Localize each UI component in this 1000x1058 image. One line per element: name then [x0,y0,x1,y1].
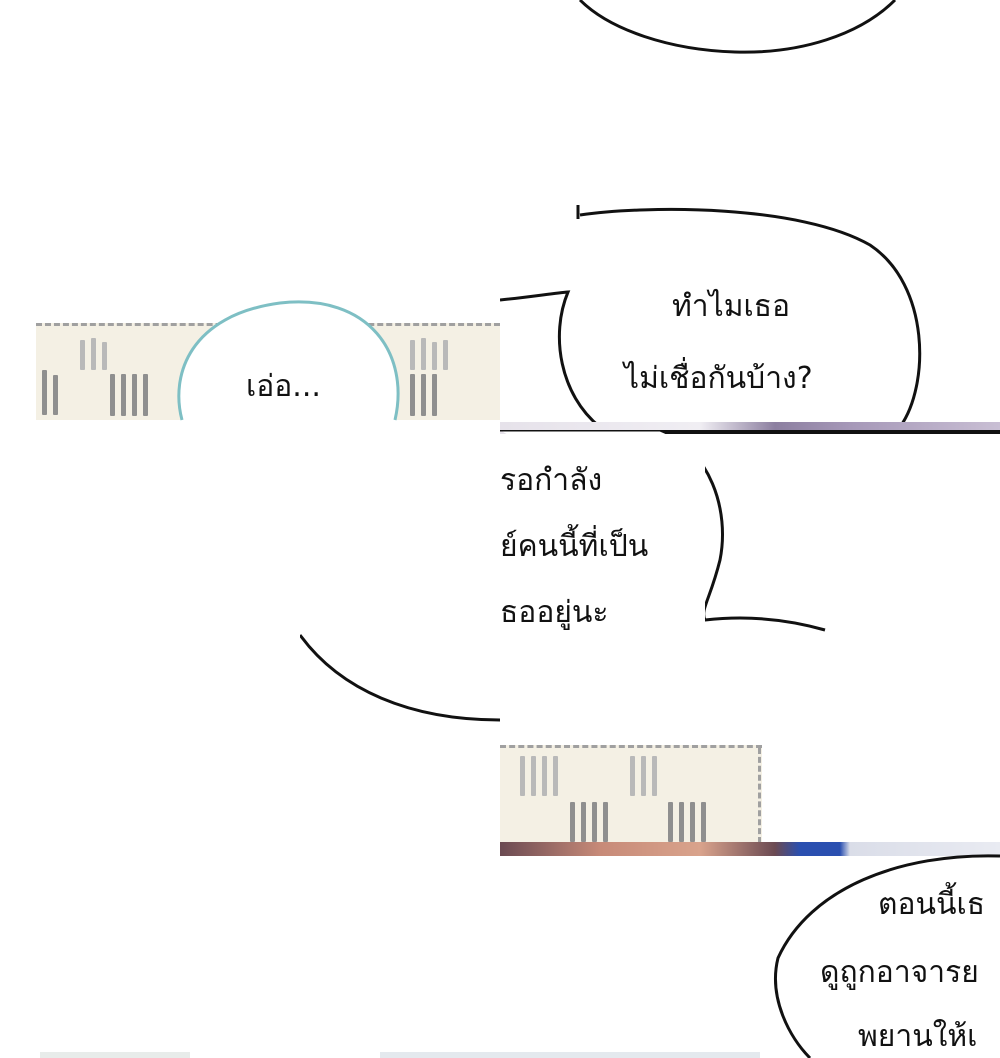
fence-bars-bottom-4 [668,800,706,842]
dark-line [660,430,1000,434]
fence-bars-bottom-2 [630,752,657,796]
bottom-bubble [774,854,1000,1058]
fence-top-dashes-bottom [500,745,762,752]
middle-bubble-fill [500,434,705,629]
bottom-line-3: พยานให้เ [858,1019,978,1054]
fence-bars-left-3 [410,372,437,416]
fence-bars-left-4 [80,330,107,370]
fence-bars-bottom-3 [570,800,608,842]
why-bubble [500,205,922,427]
fence-bars-left-1 [42,365,58,415]
bottom-line-2: ดูถูกอาจารย [820,955,979,990]
middle-line-2: ย์คนนี้ที่เป็น [500,529,649,564]
faint-fragment-1 [40,1052,190,1058]
fence-bars-left-2 [110,372,148,416]
fence-bars-left-5 [410,330,448,370]
why-line-1: ทำไมเธอ [672,289,791,324]
bottom-line-1: ตอนนี้เธ [878,887,986,922]
middle-line-1: รอกำลัง [500,463,603,498]
color-strip-bottom [500,842,1000,856]
fence-bars-bottom-1 [520,752,558,796]
uh-text: เอ่อ... [246,369,321,404]
faint-fragment-2 [380,1052,760,1058]
uh-bubble [177,300,400,421]
middle-line-3: ธออยู่นะ [500,595,609,630]
fence-side-dashes-bottom [758,748,765,843]
top-bubble [578,0,897,54]
why-line-2: ไม่เชื่อกันบ้าง? [624,361,813,396]
